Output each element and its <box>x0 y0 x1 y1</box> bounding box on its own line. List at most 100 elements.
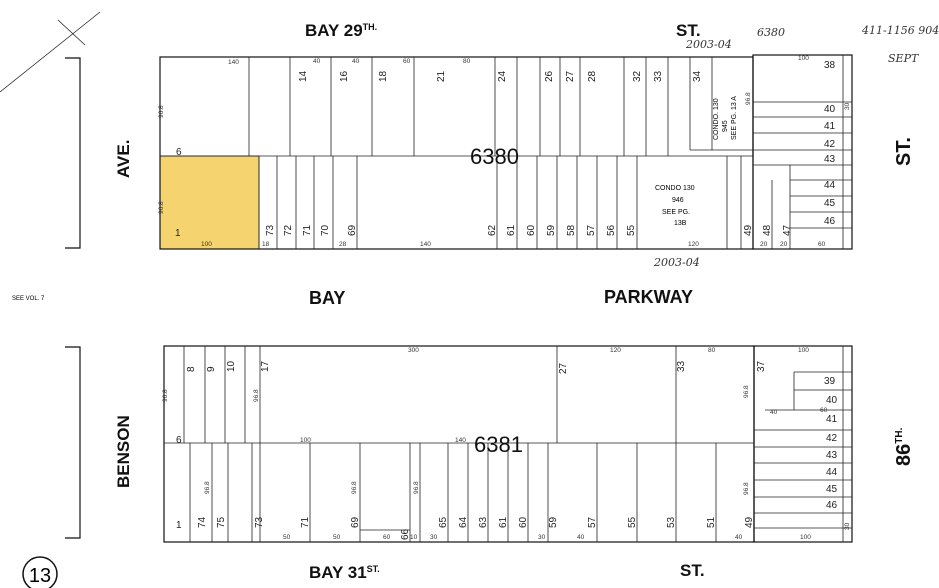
south-right-lot-numbers: 39 40 41 42 43 44 45 46 <box>824 376 838 511</box>
lot-label: 56 <box>606 224 617 236</box>
street-86th: 86TH. <box>893 427 915 466</box>
svg-text:100: 100 <box>201 241 212 248</box>
handwritten-corner-2: SEPT <box>888 52 920 65</box>
lot-label: 73 <box>254 516 265 528</box>
condo-945-note: CONDO. 130 945 SEE PG. 13 A <box>713 96 738 140</box>
lot-label: 42 <box>824 139 836 150</box>
lot-label: 44 <box>824 180 836 191</box>
svg-text:946: 946 <box>672 197 684 204</box>
svg-text:96.8: 96.8 <box>158 105 165 118</box>
svg-text:40: 40 <box>577 534 585 541</box>
lot-label: 46 <box>824 216 836 227</box>
lot-label: 46 <box>826 500 838 511</box>
lot-label: 49 <box>743 224 754 236</box>
lot-label: 45 <box>824 198 836 209</box>
lot-label: 55 <box>627 516 638 528</box>
lot-label: 69 <box>350 516 361 528</box>
svg-text:SEE PG.: SEE PG. <box>662 209 690 216</box>
lot-label: 8 <box>186 366 197 372</box>
svg-text:30: 30 <box>538 534 546 541</box>
block-6380 <box>159 54 853 250</box>
lot-label: 32 <box>632 70 643 82</box>
see-vol-note: SEE VOL. 7 <box>12 296 45 302</box>
lot-6-south: 6 <box>176 435 182 446</box>
svg-text:40: 40 <box>352 58 360 65</box>
lot-label: 73 <box>265 224 276 236</box>
handwritten-date-top: 2003-04 <box>685 38 732 51</box>
dimension-labels: 140 40 40 60 80 100 100 140 120 60 18 28… <box>158 55 851 541</box>
lot-label: 61 <box>498 516 509 528</box>
street-bay-31st: BAY 31ST. <box>309 563 380 582</box>
lot-label: 60 <box>518 516 529 528</box>
lot-label: 45 <box>826 484 838 495</box>
lot-label: 40 <box>826 395 838 406</box>
svg-text:300: 300 <box>408 347 419 354</box>
street-st-bottom: ST. <box>680 561 705 580</box>
svg-text:96.8: 96.8 <box>743 482 750 495</box>
svg-text:96.8: 96.8 <box>253 389 260 402</box>
block-number-6380: 6380 <box>470 144 519 169</box>
lot-label: 66 <box>400 528 411 540</box>
svg-text:96.8: 96.8 <box>351 481 358 494</box>
svg-text:96.8: 96.8 <box>413 481 420 494</box>
lot-label: 14 <box>298 70 309 82</box>
svg-text:96.8: 96.8 <box>162 389 169 402</box>
block-number-6381: 6381 <box>474 432 523 457</box>
lot-label: 53 <box>666 516 677 528</box>
street-bay-29th: BAY 29TH. <box>305 21 377 40</box>
lot-label: 24 <box>497 70 508 82</box>
lot-label: 69 <box>347 224 358 236</box>
lot-label: 17 <box>260 360 271 372</box>
svg-text:30: 30 <box>844 102 851 110</box>
lot-label: 61 <box>506 224 517 236</box>
handwritten-block: 6380 <box>757 26 785 39</box>
svg-text:96.8: 96.8 <box>204 481 211 494</box>
sheet-number-circle <box>22 556 58 588</box>
lot-1-north: 1 <box>175 228 181 239</box>
svg-text:28: 28 <box>339 241 347 248</box>
svg-text:60: 60 <box>820 407 828 414</box>
street-parkway: PARKWAY <box>604 287 693 307</box>
lot-6-north: 6 <box>176 147 182 158</box>
lot-label: 16 <box>339 70 350 82</box>
south-bottom-lot-numbers: 1 74 75 73 71 69 66 65 64 63 61 60 59 57… <box>176 516 755 540</box>
highlighted-lot[interactable] <box>159 155 260 250</box>
svg-text:100: 100 <box>800 534 811 541</box>
svg-text:80: 80 <box>708 347 716 354</box>
svg-text:945: 945 <box>722 120 729 132</box>
lot-label: 63 <box>478 516 489 528</box>
south-top-lot-numbers: 8 9 10 17 27 33 37 <box>186 360 767 374</box>
north-top-lot-numbers: 14 16 18 21 24 26 27 28 32 33 34 <box>298 70 703 82</box>
lot-label: 37 <box>756 360 767 372</box>
lot-label: 43 <box>824 154 836 165</box>
svg-text:100: 100 <box>798 347 809 354</box>
svg-text:50: 50 <box>283 534 291 541</box>
lot-label: 43 <box>826 450 838 461</box>
lot-label: 18 <box>378 70 389 82</box>
lot-label: 71 <box>300 516 311 528</box>
lot-label: 44 <box>826 467 838 478</box>
lot-label: 75 <box>216 516 227 528</box>
north-bottom-lot-numbers: 73 72 71 70 69 62 61 60 59 58 57 56 55 4… <box>265 224 793 236</box>
svg-text:140: 140 <box>455 437 466 444</box>
svg-text:CONDO 130: CONDO 130 <box>655 185 695 192</box>
lot-label: 64 <box>458 516 469 528</box>
street-st-top: ST. <box>676 21 701 40</box>
street-bay: BAY <box>309 288 345 308</box>
street-ave: AVE. <box>114 140 133 178</box>
svg-text:20: 20 <box>780 241 788 248</box>
svg-text:30: 30 <box>844 522 851 530</box>
handwritten-corner-1: 411-1156 904 <box>861 24 939 37</box>
lot-label: 27 <box>565 70 576 82</box>
lot-label: 41 <box>826 414 838 425</box>
lot-label: 74 <box>197 516 208 528</box>
street-benson: BENSON <box>114 415 133 488</box>
svg-text:40: 40 <box>770 409 778 416</box>
lot-label: 41 <box>824 121 836 132</box>
lot-label: 57 <box>587 516 598 528</box>
lot-label: 40 <box>824 104 836 115</box>
svg-text:30: 30 <box>430 534 438 541</box>
sheet-number: 13 <box>29 565 51 587</box>
svg-text:100: 100 <box>798 55 809 62</box>
